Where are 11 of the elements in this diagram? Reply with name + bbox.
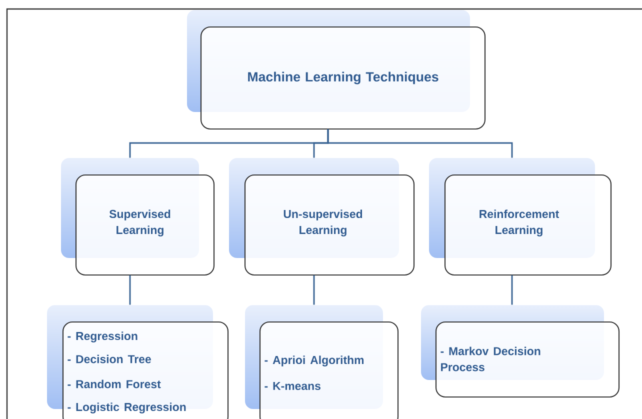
card: Un-supervised Learning	[244, 174, 415, 276]
card: - Aprioi Algorithm - K-means	[259, 321, 399, 419]
connector	[511, 275, 513, 305]
card: Reinforcement Learning	[444, 174, 612, 276]
card: Machine Learning Techniques	[200, 26, 486, 130]
connector	[327, 129, 513, 158]
card: - Regression - Decision Tree - Random Forest - Logistic Regression	[62, 321, 229, 419]
card: - Markov Decision Process	[435, 321, 620, 398]
card: Supervised Learning	[75, 174, 215, 276]
connector	[313, 275, 315, 305]
connector	[129, 275, 131, 305]
